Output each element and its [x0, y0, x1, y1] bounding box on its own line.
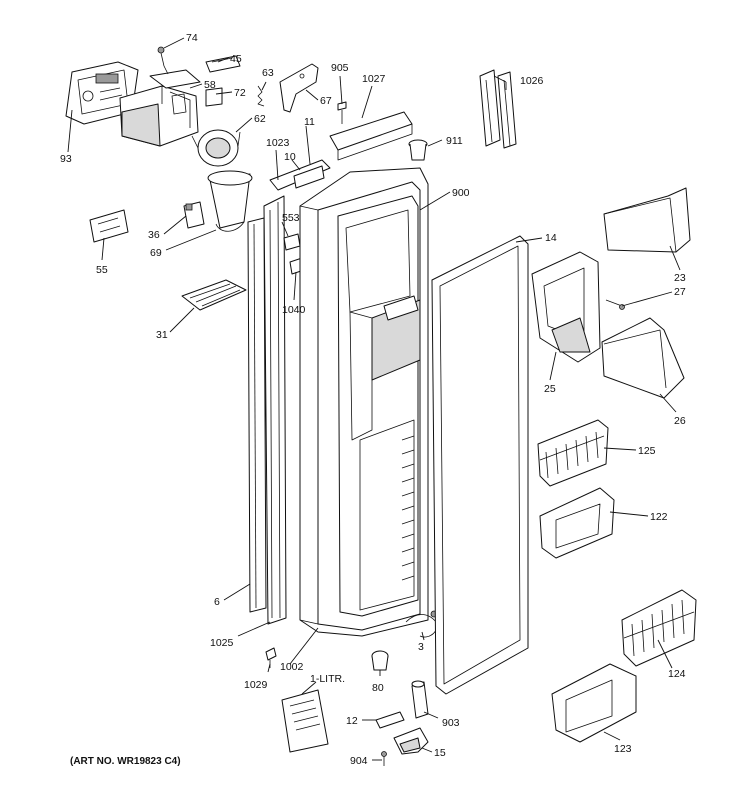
callout-6: 6 — [214, 596, 220, 608]
callout-labels: 74 45 58 72 63 905 1027 1026 67 62 93 11… — [60, 32, 686, 767]
bushing-911 — [408, 139, 428, 161]
callout-93: 93 — [60, 153, 72, 165]
callout-55: 55 — [96, 264, 108, 276]
trim-1026 — [479, 69, 517, 149]
callout-72: 72 — [234, 87, 246, 99]
dispenser-housing-58 — [119, 69, 201, 147]
callout-124: 124 — [668, 668, 686, 680]
callout-10: 10 — [284, 151, 296, 163]
callout-15: 15 — [434, 747, 446, 759]
screw-904 — [381, 751, 387, 766]
plate-55 — [89, 209, 129, 243]
callout-74: 74 — [186, 32, 198, 44]
callout-1-litr: 1-LITR. — [310, 673, 345, 685]
gasket-14 — [431, 235, 529, 695]
callout-1002: 1002 — [280, 661, 304, 673]
callout-123: 123 — [614, 743, 632, 755]
grille-31 — [181, 279, 247, 311]
spring-63 — [257, 85, 265, 107]
door-liner-900 — [337, 195, 421, 617]
duct-62 — [191, 129, 241, 167]
bin-122 — [539, 487, 615, 559]
switch-72 — [205, 87, 223, 107]
callout-905: 905 — [331, 62, 349, 74]
shelf-ribs — [401, 435, 415, 581]
callout-904: 904 — [350, 755, 368, 767]
callout-1029: 1029 — [244, 679, 268, 691]
bracket-67 — [279, 63, 319, 113]
cam-11 — [293, 165, 325, 189]
actuator-36 — [183, 201, 205, 229]
bin-23 — [603, 187, 691, 253]
shelf-124 — [621, 589, 697, 667]
callout-62: 62 — [254, 113, 266, 125]
callout-45: 45 — [230, 53, 242, 65]
callout-12: 12 — [346, 715, 358, 727]
callout-69: 69 — [150, 247, 162, 259]
screw-1029 — [265, 647, 277, 668]
callout-3: 3 — [418, 641, 424, 653]
callout-14: 14 — [545, 232, 557, 244]
literature-1-litr — [281, 689, 329, 753]
bin-123 — [551, 663, 637, 743]
fitting-80 — [371, 650, 389, 671]
screw-905 — [337, 101, 347, 124]
screw-27 — [605, 299, 625, 310]
callout-1026: 1026 — [520, 75, 544, 87]
shelf-125 — [537, 419, 609, 487]
callout-903: 903 — [442, 717, 460, 729]
bin-26 — [601, 317, 685, 399]
cover-1027 — [329, 111, 413, 161]
callout-122: 122 — [650, 511, 668, 523]
leader-lines — [67, 37, 681, 761]
callout-31: 31 — [156, 329, 168, 341]
callout-125: 125 — [638, 445, 656, 457]
callout-63: 63 — [262, 67, 274, 79]
wire-74 — [157, 46, 169, 75]
guide-15 — [393, 727, 429, 755]
callout-58: 58 — [204, 79, 216, 91]
callout-27: 27 — [674, 286, 686, 298]
callout-1023: 1023 — [266, 137, 290, 149]
callout-1027: 1027 — [362, 73, 386, 85]
callout-11: 11 — [304, 116, 315, 128]
gasket-strip-6 — [247, 217, 267, 613]
callout-26: 26 — [674, 415, 686, 427]
bin-25 — [531, 251, 601, 363]
trim-strip-1025 — [263, 195, 287, 625]
callout-900: 900 — [452, 187, 470, 199]
callout-1025: 1025 — [210, 637, 234, 649]
callout-25: 25 — [544, 383, 556, 395]
funnel-69 — [207, 170, 253, 232]
callout-911: 911 — [446, 135, 463, 147]
callout-23: 23 — [674, 272, 686, 284]
callout-553: 553 — [282, 212, 300, 224]
callout-1040: 1040 — [282, 304, 306, 316]
callout-67: 67 — [320, 95, 332, 107]
part-553 — [283, 233, 301, 251]
bracket-12 — [375, 711, 405, 729]
art-number: (ART NO. WR19823 C4) — [70, 756, 181, 767]
callout-36: 36 — [148, 229, 160, 241]
callout-80: 80 — [372, 682, 384, 694]
